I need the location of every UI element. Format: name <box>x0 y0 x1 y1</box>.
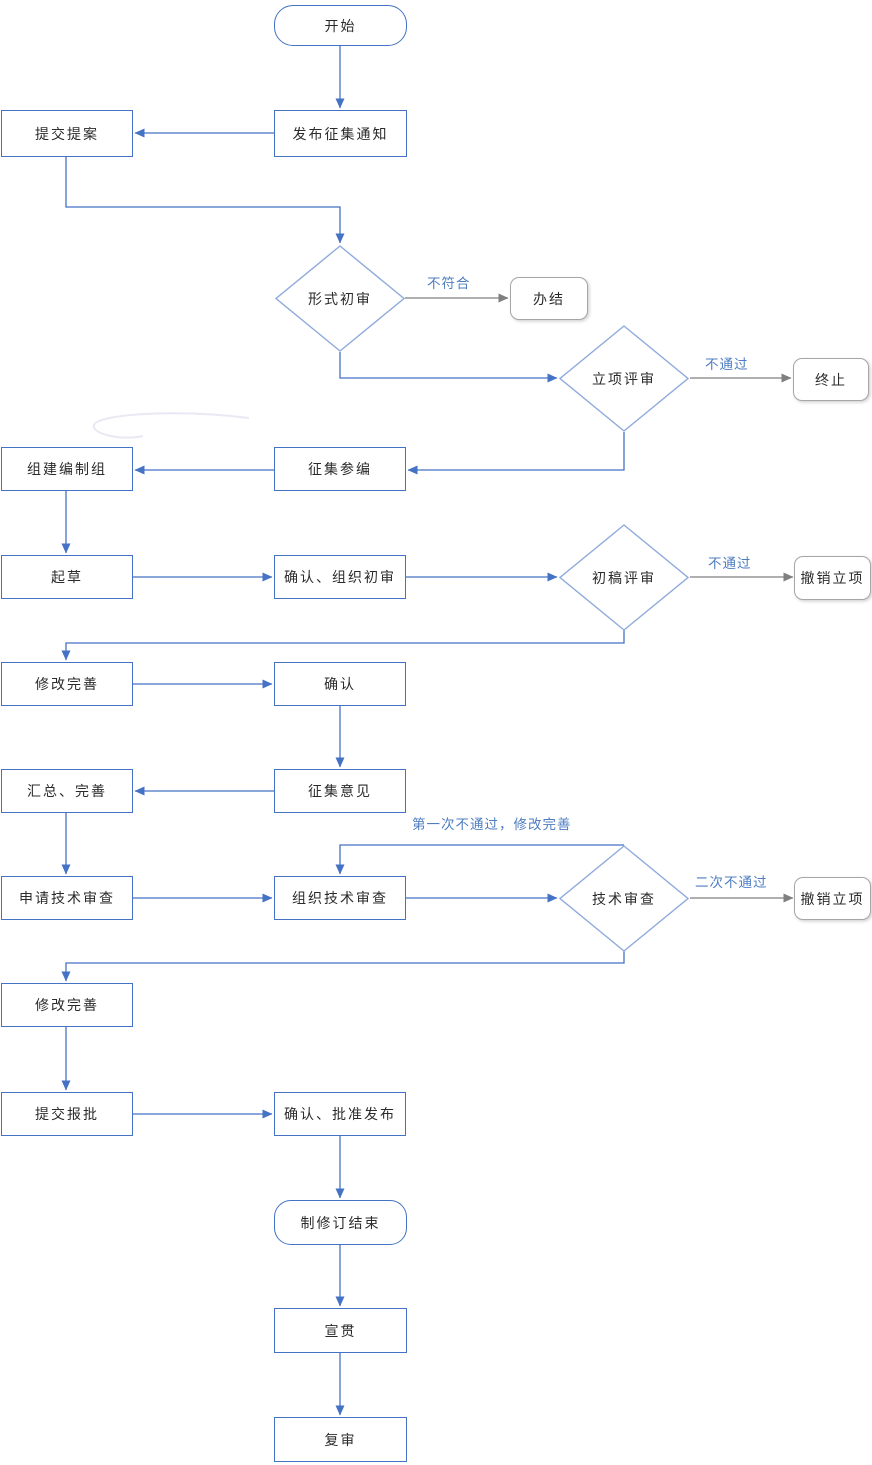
node-label: 形式初审 <box>308 290 372 307</box>
node-label: 汇总、完善 <box>27 783 107 799</box>
node-submit-proposal: 提交提案 <box>1 110 133 157</box>
node-revise-improve-2: 修改完善 <box>1 983 133 1027</box>
node-label: 技术审查 <box>592 890 656 907</box>
node-confirm-approve-publish: 确认、批准发布 <box>274 1092 406 1136</box>
node-label: 确认、批准发布 <box>284 1106 396 1122</box>
node-label: 办结 <box>533 290 565 307</box>
node-label: 复审 <box>324 1431 357 1448</box>
edge-label-first-fail-revise: 第一次不通过，修改完善 <box>412 817 572 832</box>
node-form-drafting-group: 组建编制组 <box>1 447 133 491</box>
node-confirm: 确认 <box>274 662 406 706</box>
node-organize-technical-review: 组织技术审查 <box>274 876 406 920</box>
node-label: 征集参编 <box>308 461 372 477</box>
node-cancel-project-2: 撤销立项 <box>794 877 871 920</box>
node-label: 提交提案 <box>35 125 99 142</box>
node-project-approval-review: 立项评审 <box>559 325 689 432</box>
node-label: 提交报批 <box>35 1106 99 1122</box>
node-terminate: 终止 <box>793 358 869 401</box>
node-label: 发布征集通知 <box>292 125 389 142</box>
node-first-draft-review: 初稿评审 <box>559 524 689 631</box>
node-label: 申请技术审查 <box>19 890 115 906</box>
edge-formal-to-project-review <box>339 352 558 383</box>
node-confirm-organize-initial-review: 确认、组织初审 <box>274 555 406 599</box>
node-label: 撤销立项 <box>800 890 865 907</box>
node-close-case: 办结 <box>510 277 588 320</box>
node-revision-end: 制修订结束 <box>274 1200 407 1245</box>
node-label: 终止 <box>815 371 847 388</box>
node-label: 组织技术审查 <box>292 890 388 906</box>
node-periodic-review: 复审 <box>274 1417 407 1462</box>
edge-tech-review-feedback-loop <box>335 844 624 875</box>
edge-tech-review-to-revise2 <box>61 951 625 982</box>
node-start: 开始 <box>274 5 407 46</box>
node-label: 修改完善 <box>35 997 99 1013</box>
node-label: 制修订结束 <box>300 1214 381 1231</box>
diamond-shape <box>559 524 689 631</box>
node-label: 组建编制组 <box>27 461 107 477</box>
edge-project-review-to-solicit <box>407 432 625 475</box>
node-label: 撤销立项 <box>800 570 865 586</box>
edge-label-not-passed-draft: 不通过 <box>708 556 752 571</box>
node-solicit-opinions: 征集意见 <box>274 769 406 813</box>
node-publish-notice: 发布征集通知 <box>274 110 407 157</box>
node-submit-for-approval: 提交报批 <box>1 1092 133 1136</box>
node-label: 宣贯 <box>324 1322 357 1339</box>
edge-draft-review-to-revise1 <box>61 630 625 661</box>
node-revise-improve-1: 修改完善 <box>1 662 133 706</box>
diamond-shape <box>559 325 689 432</box>
node-label: 修改完善 <box>35 676 99 692</box>
node-label: 确认、组织初审 <box>284 569 396 585</box>
node-label: 开始 <box>324 17 357 34</box>
diamond-shape <box>275 245 405 352</box>
node-solicit-participants: 征集参编 <box>274 447 406 491</box>
node-apply-technical-review: 申请技术审查 <box>1 876 133 920</box>
edge-label-not-passed-project: 不通过 <box>705 357 749 372</box>
edge-label-second-fail: 二次不通过 <box>695 875 768 890</box>
node-label: 初稿评审 <box>592 569 656 586</box>
node-label: 立项评审 <box>592 370 656 387</box>
node-publicize: 宣贯 <box>274 1308 407 1353</box>
stray-mark <box>92 412 250 439</box>
node-technical-review: 技术审查 <box>559 845 689 952</box>
node-cancel-project-1: 撤销立项 <box>794 556 871 600</box>
edge-label-not-conforming: 不符合 <box>427 276 471 291</box>
node-draft: 起草 <box>1 555 133 599</box>
node-formal-review: 形式初审 <box>275 245 405 352</box>
node-label: 确认 <box>324 676 356 692</box>
edge-submit-to-formal-review <box>65 157 345 244</box>
node-label: 起草 <box>51 569 83 585</box>
node-label: 征集意见 <box>308 783 372 799</box>
node-summarize-improve: 汇总、完善 <box>1 769 133 813</box>
diamond-shape <box>559 845 689 952</box>
